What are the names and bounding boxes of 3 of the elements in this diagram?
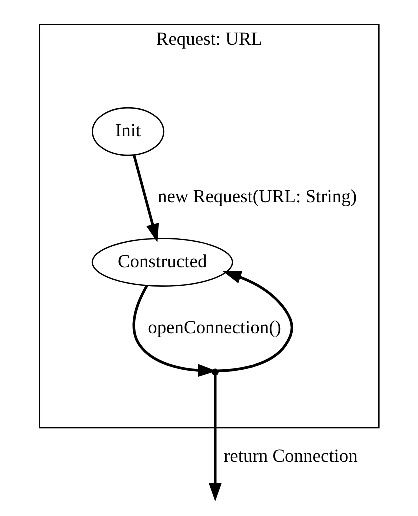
edge-label: openConnection()	[148, 316, 281, 337]
edge-label: new Request(URL: String)	[158, 186, 357, 206]
edge-label: return Connection	[224, 445, 358, 466]
